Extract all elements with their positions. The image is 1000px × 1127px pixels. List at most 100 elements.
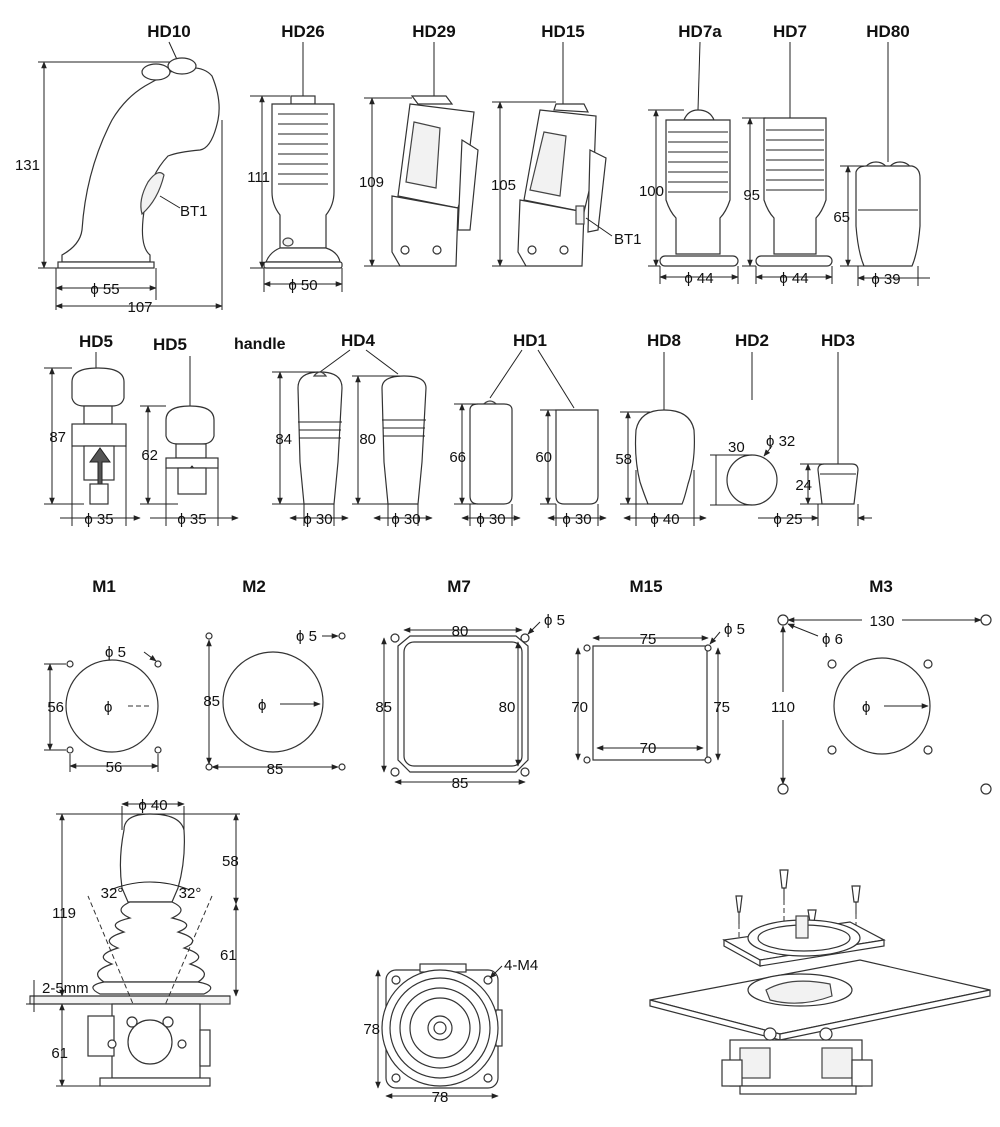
hd26-diameter-dim: ϕ 50: [288, 277, 317, 294]
m7-width-dim: 85: [452, 775, 469, 792]
hd10-handle: HD10 BT1 131 ϕ 55 107: [15, 22, 223, 316]
hd3-title: HD3: [821, 331, 855, 350]
m1-mount: M1 ϕ 5 ϕ 56 56: [44, 577, 162, 776]
m7-top-dim: 80: [452, 623, 469, 640]
m3-width-dim: 130: [869, 613, 894, 630]
hd8-handle: HD8 58 ϕ 40: [615, 331, 707, 528]
hd1-title: HD1: [513, 331, 547, 350]
hd4a-height-dim: 84: [275, 431, 292, 448]
hd3-handle: HD3 24 ϕ 25: [758, 331, 872, 528]
m7-hole-dim: ϕ 5: [544, 612, 565, 629]
hd2-title: HD2: [735, 331, 769, 350]
m2-title: M2: [242, 577, 266, 596]
m15-hole-dim: ϕ 5: [724, 621, 745, 638]
joystick-top-view: 4-M4 78 78: [363, 957, 538, 1106]
m15-title: M15: [629, 577, 662, 596]
m1-hole-dim: ϕ 5: [105, 644, 126, 661]
joystick-exploded-view: [649, 869, 991, 1095]
hd7a-title: HD7a: [678, 22, 722, 41]
hd10-bt1-label: BT1: [180, 203, 208, 220]
m15-mount: M15 75 ϕ 5 70 75 70: [571, 577, 745, 764]
hd1-handles: HD1 66 60 ϕ 30 ϕ 30: [449, 331, 607, 528]
hd3-diameter-dim: ϕ 25: [773, 511, 802, 528]
hd5b-height-dim: 62: [141, 447, 158, 464]
hd15-handle: HD15 BT1 105: [491, 22, 642, 267]
hd15-title: HD15: [541, 22, 584, 41]
hd5b-diameter-dim: ϕ 35: [177, 511, 206, 528]
hd2-height-dim: 30: [728, 439, 745, 456]
hd5a-diameter-dim: ϕ 35: [84, 511, 113, 528]
handle-label: handle: [234, 336, 286, 353]
hd1b-height-dim: 60: [535, 449, 552, 466]
hd80-diameter-dim: ϕ 39: [871, 271, 900, 288]
hd10-diameter-dim: ϕ 55: [90, 281, 119, 298]
hd7a-diameter-dim: ϕ 44: [684, 270, 713, 287]
hd10-width-dim: 107: [127, 299, 152, 316]
hd2-diameter-dim: ϕ 32: [766, 433, 795, 450]
side-thickness-dim: 2-5mm: [42, 980, 89, 997]
m2-hole-dim: ϕ 5: [296, 628, 317, 645]
hd4a-diameter-dim: ϕ 30: [303, 511, 332, 528]
hd1a-height-dim: 66: [449, 449, 466, 466]
hd29-title: HD29: [412, 22, 455, 41]
hd80-handle: HD80 65 ϕ 39: [833, 22, 930, 288]
m7-height-dim: 85: [375, 699, 392, 716]
m15-height-dim: 70: [571, 699, 588, 716]
m3-center-dim: ϕ: [862, 699, 870, 716]
m7-inner-dim: 80: [499, 699, 516, 716]
m15-top-dim: 75: [640, 631, 657, 648]
side-diameter-dim: ϕ 40: [138, 797, 167, 814]
hd29-height-dim: 109: [359, 174, 384, 191]
hd5a-title: HD5: [79, 332, 113, 351]
side-61b-dim: 61: [51, 1045, 68, 1062]
hd10-height-dim: 131: [15, 157, 40, 174]
m2-mount: M2 ϕ 5 ϕ 85 85: [203, 577, 346, 778]
joystick-side-view: ϕ 40 32° 32° 119 58 61 2-5mm 61: [26, 797, 240, 1087]
hd7a-height-dim: 100: [639, 183, 664, 200]
hd3-height-dim: 24: [795, 477, 812, 494]
hd5-handle-b: HD5 handle 62 ϕ 35: [140, 335, 286, 528]
m15-inner-dim: 70: [640, 740, 657, 757]
m3-title: M3: [869, 577, 893, 596]
hd8-height-dim: 58: [615, 451, 632, 468]
hd29-handle: HD29 109: [359, 22, 479, 267]
hd2-handle: HD2 30 ϕ 32: [710, 331, 795, 506]
hd7-title: HD7: [773, 22, 807, 41]
m7-mount: M7 80 ϕ 5 85 80 85: [375, 577, 565, 792]
hd15-bt1-label: BT1: [614, 231, 642, 248]
top-screw-label: 4-M4: [504, 957, 538, 974]
m2-center-dim: ϕ: [258, 697, 266, 714]
hd4-title: HD4: [341, 331, 376, 350]
m3-mount: M3 130 ϕ 6 110 ϕ: [771, 577, 992, 795]
m1-title: M1: [92, 577, 116, 596]
side-angle-left: 32°: [101, 885, 124, 902]
side-58-dim: 58: [222, 853, 239, 870]
hd1a-diameter-dim: ϕ 30: [476, 511, 505, 528]
hd5-handle-a: HD5 87 ϕ 35: [44, 332, 141, 528]
hd1b-diameter-dim: ϕ 30: [562, 511, 591, 528]
m1-height-dim: 56: [47, 699, 64, 716]
hd4b-diameter-dim: ϕ 30: [391, 511, 420, 528]
m3-height-dim: 110: [771, 699, 795, 716]
hd7-handle: HD7 95 ϕ 44: [742, 22, 833, 287]
hd7-height-dim: 95: [743, 187, 760, 204]
hd80-height-dim: 65: [833, 209, 850, 226]
m7-title: M7: [447, 577, 471, 596]
hd4b-height-dim: 80: [359, 431, 376, 448]
hd7a-handle: HD7a 100 ϕ 44: [639, 22, 739, 287]
m2-width-dim: 85: [267, 761, 284, 778]
hd7-diameter-dim: ϕ 44: [779, 270, 808, 287]
top-width-dim: 78: [432, 1089, 449, 1106]
hd5a-height-dim: 87: [49, 429, 66, 446]
hd26-title: HD26: [281, 22, 324, 41]
top-height-dim: 78: [363, 1021, 380, 1038]
side-61a-dim: 61: [220, 947, 237, 964]
hd10-title: HD10: [147, 22, 190, 41]
hd4-handles: HD4 84 80 ϕ 30 ϕ 30: [272, 331, 433, 528]
hd8-diameter-dim: ϕ 40: [650, 511, 679, 528]
m1-width-dim: 56: [106, 759, 123, 776]
m3-hole-dim: ϕ 6: [822, 631, 843, 648]
hd15-height-dim: 105: [491, 177, 516, 194]
hd5b-title: HD5: [153, 335, 187, 354]
